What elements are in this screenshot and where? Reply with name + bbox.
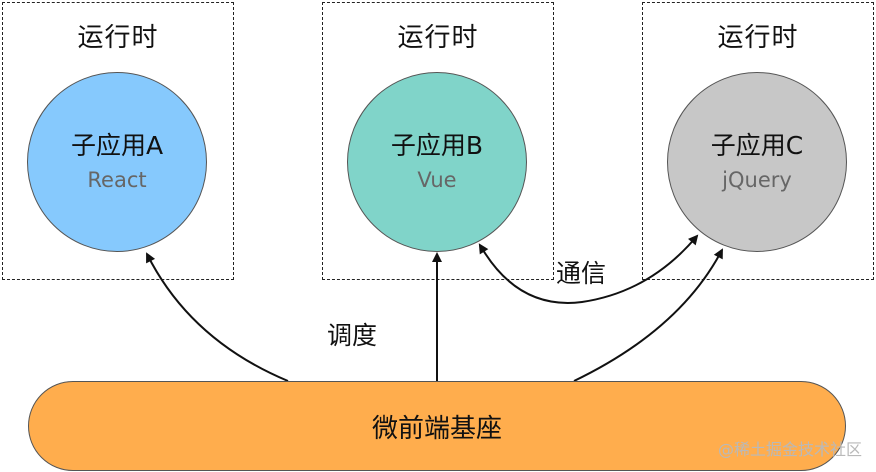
micro-frontend-base: 微前端基座 [28, 381, 846, 471]
app-framework-b: Vue [417, 168, 457, 192]
runtime-label-b: 运行时 [397, 23, 479, 53]
dispatch-arrow-c [573, 248, 723, 382]
app-framework-c: jQuery [722, 168, 792, 192]
app-name-a: 子应用A [70, 131, 164, 160]
runtime-label-a: 运行时 [77, 23, 159, 53]
communication-arrow [478, 234, 699, 304]
app-name-c: 子应用C [710, 131, 804, 160]
communication-label: 通信 [556, 259, 607, 288]
base-label: 微前端基座 [371, 413, 502, 444]
runtime-label-c: 运行时 [717, 23, 799, 53]
app-node-a: 子应用A React [27, 72, 207, 252]
watermark: @稀土掘金技术社区 [717, 440, 862, 459]
app-node-c: 子应用C jQuery [667, 72, 847, 252]
runtime-box-c: 运行时 [642, 2, 874, 280]
app-framework-a: React [87, 168, 147, 192]
dispatch-arrow-a [146, 252, 289, 382]
dispatch-label: 调度 [327, 321, 378, 350]
app-name-b: 子应用B [390, 131, 484, 160]
app-node-b: 子应用B Vue [347, 72, 527, 252]
runtime-box-a: 运行时 [2, 2, 234, 280]
